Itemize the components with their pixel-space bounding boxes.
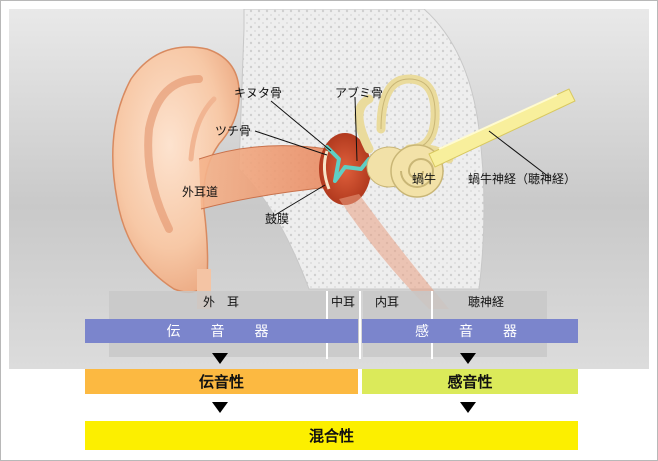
label-malleus: ツチ骨 (215, 124, 252, 138)
cochlea-shape (390, 144, 444, 198)
eardrum-shape (322, 150, 331, 190)
label-ear-canal: 外耳道 (182, 185, 219, 199)
region-middle-ear: 中耳 (330, 295, 355, 309)
ear-drawing (112, 9, 576, 309)
label-cochlea: 蝸牛 (412, 172, 437, 186)
ossicles (325, 145, 371, 183)
down-arrow-icon (460, 353, 476, 364)
region-nerve: 聴神経 (467, 295, 504, 309)
down-arrow-icon (460, 402, 476, 413)
region-outer-ear: 外 耳 (202, 295, 239, 309)
label-nerve: 蝸牛神経（聴神経） (468, 172, 577, 186)
down-arrow-icon (212, 402, 228, 413)
down-arrow-icon (212, 353, 228, 364)
mixed-loss-bar: 混合性 (85, 421, 578, 450)
ear-canal (199, 145, 331, 209)
region-inner-ear: 内耳 (374, 295, 399, 309)
label-incus: キヌタ骨 (234, 86, 283, 100)
sensory-organ-bar: 感 音 器 (362, 319, 578, 343)
conductive-loss-bar: 伝音性 (85, 369, 358, 394)
conductive-organ-bar: 伝 音 器 (85, 319, 358, 343)
divider-middle-inner (359, 291, 361, 359)
sensorineural-loss-bar: 感音性 (362, 369, 578, 394)
label-stapes: アブミ骨 (335, 86, 384, 100)
label-eardrum: 鼓膜 (265, 212, 290, 226)
